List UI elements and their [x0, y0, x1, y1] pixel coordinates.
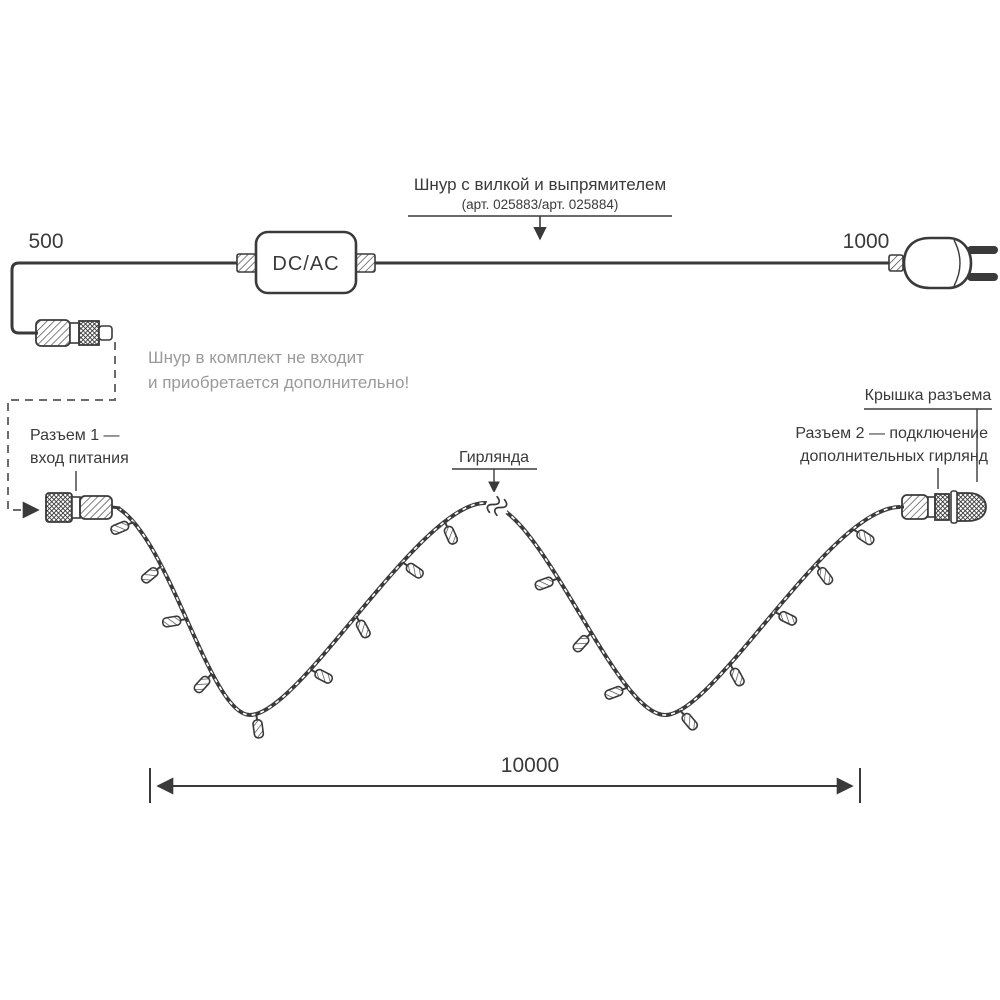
cord-output-connector — [35, 319, 113, 347]
cap-label: Крышка разъема — [865, 387, 992, 404]
led-lamp — [773, 610, 798, 626]
led-lamp — [815, 563, 834, 586]
led-lamp — [443, 521, 459, 545]
dashed-connection-path — [7, 342, 116, 519]
led-lamp — [140, 565, 163, 584]
garland-wire — [116, 500, 901, 718]
led-lamp — [572, 632, 592, 653]
note-line1: Шнур в комплект не входит — [148, 348, 364, 367]
connector2-label-line1: Разъем 2 — подключение — [795, 425, 988, 442]
led-lamp — [193, 672, 213, 694]
cord-article-numbers: (арт. 025883/арт. 025884) — [462, 197, 619, 212]
led-lamp — [355, 615, 371, 639]
dim-left-label: 500 — [28, 230, 63, 253]
power-plug — [888, 236, 998, 290]
led-lamp — [534, 576, 559, 591]
converter-label: DC/AC — [272, 253, 339, 275]
garland-wire-twist — [117, 502, 901, 716]
led-lamp — [309, 668, 334, 684]
dim-right-label: 1000 — [843, 230, 890, 253]
cord-title: Шнур с вилкой и выпрямителем — [414, 175, 666, 194]
led-lamp — [604, 685, 629, 700]
led-lamp — [852, 528, 875, 546]
dim-garland-label: 10000 — [501, 754, 559, 777]
garland-dimension: 10000 — [149, 754, 861, 803]
connector2-label-line2: дополнительных гирлянд — [800, 448, 988, 465]
led-lamp — [679, 709, 699, 731]
led-lamp — [161, 615, 187, 628]
led-lamp — [401, 561, 424, 579]
connector1-label-line1: Разъем 1 — — [30, 427, 120, 444]
led-lamps — [110, 520, 875, 739]
cord-wire-left — [10, 261, 237, 335]
note-line2: и приобретается дополнительно! — [148, 373, 409, 392]
connector-1-power-input — [45, 492, 121, 523]
connector-cap — [950, 490, 987, 524]
wire-break-mark — [482, 490, 512, 522]
led-lamp — [729, 663, 745, 687]
led-lamp — [252, 713, 265, 739]
connector1-label-line2: вход питания — [30, 450, 129, 467]
connector-2-extension — [896, 493, 950, 521]
garland-label: Гирлянда — [459, 449, 529, 466]
led-lamp — [110, 520, 135, 535]
dc-ac-converter: DC/AC — [236, 230, 376, 295]
